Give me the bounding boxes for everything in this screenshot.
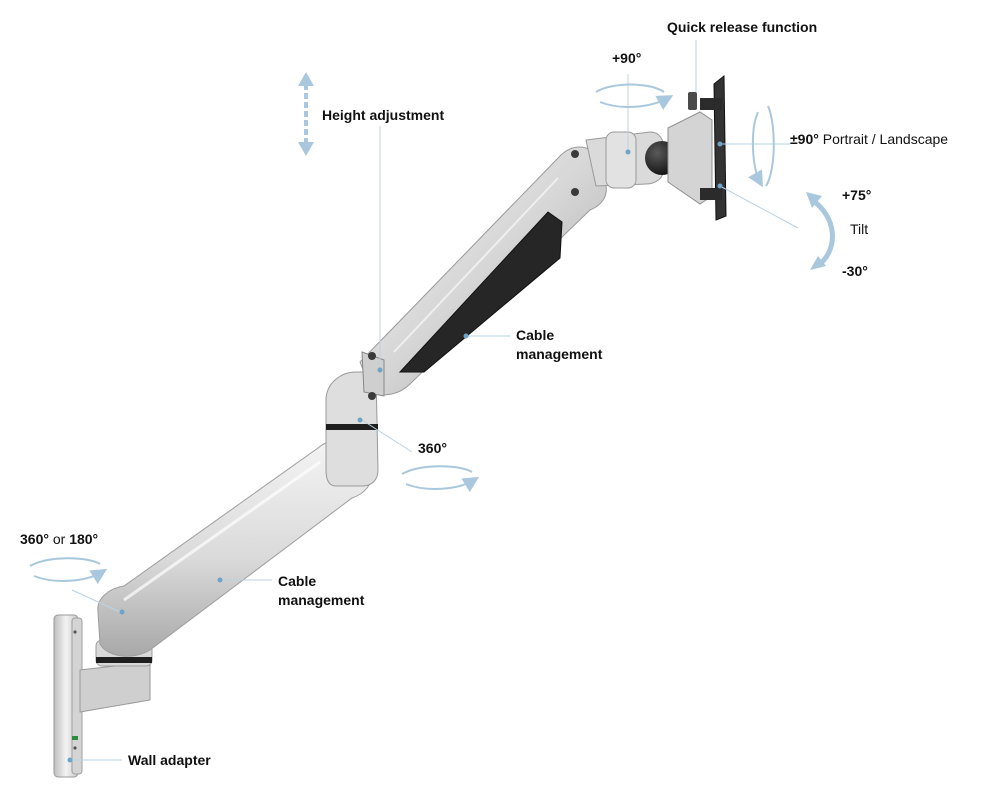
label-360-or-180: 360° or 180° <box>20 530 98 549</box>
leader-dots <box>67 141 723 763</box>
label-plus90: +90° <box>612 50 642 66</box>
rot180-left: 180° <box>69 531 99 547</box>
label-portrait-landscape: ±90° Portrait / Landscape <box>790 130 948 149</box>
tilt-arrow-icon <box>806 192 835 270</box>
label-cable-management-lower: Cable management <box>278 572 364 610</box>
label-tilt-plus: +75° <box>842 187 872 203</box>
portrait-value: ±90° <box>790 131 819 147</box>
cable-upper-line1: Cable <box>516 327 555 343</box>
cable-lower-line1: Cable <box>278 573 317 589</box>
middle-joint <box>325 371 379 487</box>
label-360-middle: 360° <box>418 440 447 456</box>
portrait-text: Portrait / Landscape <box>822 131 949 147</box>
monitor-head <box>585 74 727 221</box>
label-wall-adapter: Wall adapter <box>128 752 211 768</box>
wall-adapter <box>53 614 83 778</box>
cable-upper-line2: management <box>516 346 603 362</box>
label-tilt: Tilt <box>850 221 869 237</box>
rot-or: or <box>52 531 66 547</box>
rot360-left: 360° <box>20 531 49 547</box>
leader-lines <box>70 40 799 761</box>
label-height-adjustment: Height adjustment <box>322 107 445 123</box>
upper-arm <box>359 146 607 400</box>
label-tilt-minus: -30° <box>842 263 868 279</box>
rotate-arrow-icon <box>29 83 775 585</box>
label-quick-release: Quick release function <box>667 19 818 35</box>
cable-lower-line2: management <box>278 592 365 608</box>
height-arrow-icon <box>298 72 314 156</box>
label-cable-management-upper: Cable management <box>516 326 602 364</box>
